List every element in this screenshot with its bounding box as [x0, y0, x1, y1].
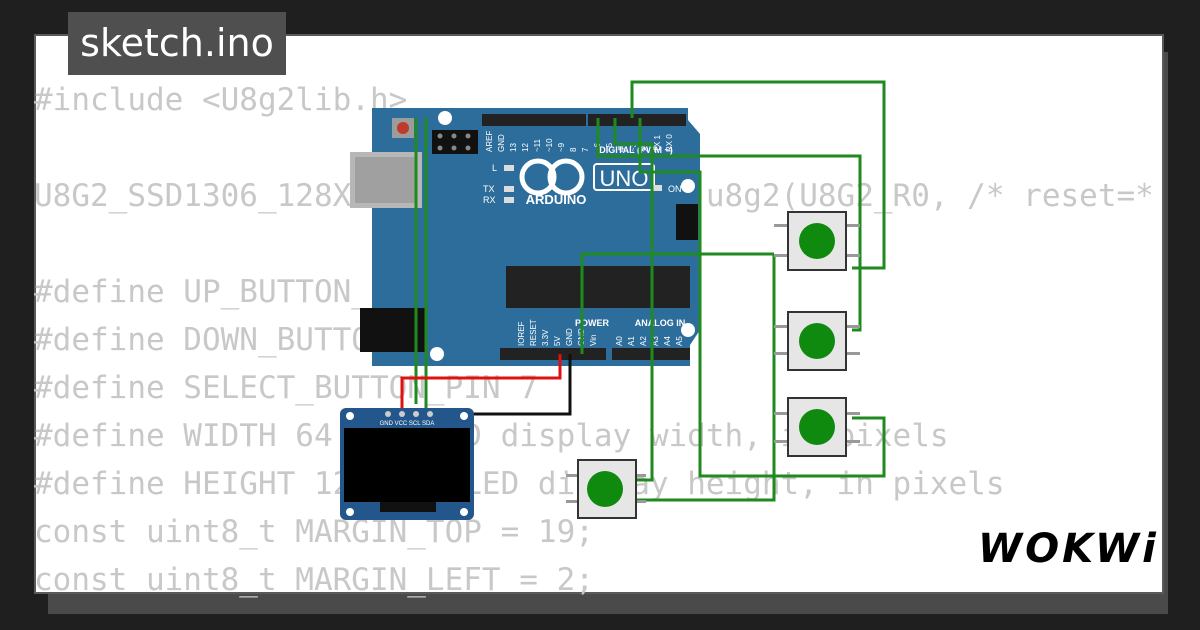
pin-label: 7	[581, 147, 590, 152]
pin-label: 12	[521, 143, 530, 152]
pin-label: A3	[651, 336, 660, 346]
mount-hole	[681, 179, 695, 193]
tx-label: TX	[483, 184, 495, 194]
pin-label: Vin	[589, 335, 598, 346]
pin-label: ~10	[545, 138, 554, 152]
wire-green	[613, 118, 654, 482]
digital-label: DIGITAL (PWM ~)	[599, 145, 672, 155]
analog-label: ANALOG IN	[635, 318, 686, 328]
push-button[interactable]	[774, 311, 860, 371]
on-label: ON	[668, 184, 682, 194]
wire-green	[580, 252, 774, 354]
wire-green	[638, 118, 886, 478]
l-label: L	[492, 163, 497, 173]
pin-label: 8	[569, 147, 578, 152]
arduino-uno-board: UNO ARDUINO DIGITAL (PWM ~) POWER ANALOG…	[350, 108, 700, 366]
rx-label: RX	[483, 195, 496, 205]
power-label: POWER	[575, 318, 610, 328]
pin-label: A4	[663, 336, 672, 346]
oled-display: GND VCC SCL SDA	[340, 408, 474, 520]
code-line: const uint8_t MARGIN_LEFT = 2;	[34, 562, 594, 598]
pin-label: GND	[565, 328, 574, 346]
board-brand: ARDUINO	[526, 192, 587, 207]
mount-hole	[681, 323, 695, 337]
code-line: #include <U8g2lib.h>	[34, 82, 408, 118]
pin-label: A0	[615, 336, 624, 346]
code-line: const uint8_t MARGIN_TOP = 19;	[34, 514, 594, 550]
oled-pin-labels: GND VCC SCL SDA	[380, 421, 435, 427]
push-button[interactable]	[566, 459, 646, 519]
sketch-title: sketch.ino	[68, 12, 286, 75]
push-button[interactable]	[774, 211, 860, 271]
push-button[interactable]	[774, 397, 860, 457]
pin-label: ~9	[557, 142, 566, 152]
pin-label: A5	[675, 336, 684, 346]
wire-green	[596, 118, 862, 332]
pin-label: 13	[509, 143, 518, 152]
pin-label: 2	[641, 147, 650, 152]
mount-hole	[438, 111, 452, 125]
pin-label: ~11	[533, 138, 542, 152]
wokwi-logo: WOKWi	[978, 526, 1159, 572]
wires	[388, 80, 886, 502]
wire-green	[630, 80, 886, 270]
wire-red	[400, 354, 562, 414]
mount-hole	[430, 347, 444, 361]
aref-label: AREF	[485, 131, 494, 152]
pin-label: 3.3V	[541, 329, 550, 346]
pin-label: 5V	[553, 336, 562, 346]
pin-label: RX 0	[665, 134, 674, 152]
pin-label: 4	[617, 147, 626, 152]
gnd-label: GND	[497, 134, 506, 152]
pin-label: RESET	[529, 319, 538, 346]
pin-label: A2	[639, 336, 648, 346]
pin-label: ~3	[629, 142, 638, 152]
pin-label: IOREF	[517, 321, 526, 346]
code-line: #define SELECT_BUTTON_PIN 7	[34, 370, 538, 406]
pin-label: ~5	[605, 142, 614, 152]
pin-label: A1	[627, 336, 636, 346]
pin-label: TX 1	[653, 135, 662, 152]
microcontroller-chip	[506, 266, 690, 308]
